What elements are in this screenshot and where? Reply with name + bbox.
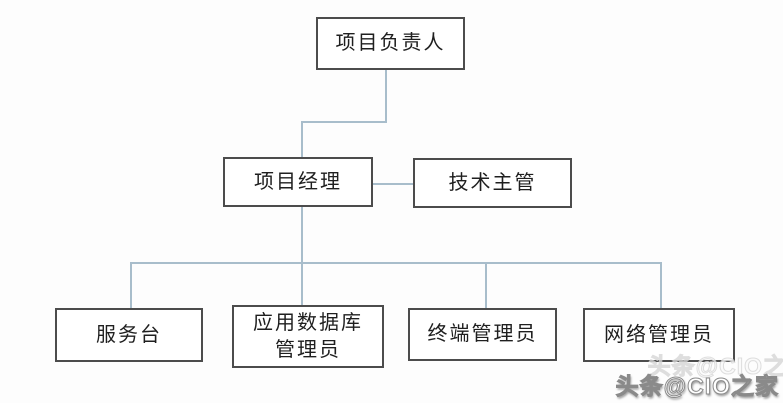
watermark: 头条@CIO之家 xyxy=(615,373,779,400)
node-network-admin: 网络管理员 xyxy=(583,308,735,362)
edge-drop-service-desk xyxy=(130,262,132,308)
node-network-admin-label: 网络管理员 xyxy=(604,323,714,346)
edge-manager-tech xyxy=(373,183,413,185)
node-app-db-admin-label: 应用数据库 管理员 xyxy=(253,311,363,361)
node-project-leader: 项目负责人 xyxy=(316,17,465,70)
node-service-desk: 服务台 xyxy=(55,308,203,362)
node-project-leader-label: 项目负责人 xyxy=(335,32,446,54)
watermark-ghost: 头条@CIO之家 xyxy=(647,353,783,380)
edge-manager-drop xyxy=(301,207,303,305)
node-project-manager: 项目经理 xyxy=(223,157,373,207)
node-tech-supervisor: 技术主管 xyxy=(413,158,572,208)
edge-drop-terminal xyxy=(485,262,487,308)
edge-leader-to-manager xyxy=(301,121,303,159)
node-project-manager-label: 项目经理 xyxy=(254,170,342,193)
node-app-db-admin: 应用数据库 管理员 xyxy=(232,305,384,368)
node-tech-supervisor-label: 技术主管 xyxy=(448,171,537,194)
node-service-desk-label: 服务台 xyxy=(96,323,162,346)
edge-bus xyxy=(130,262,662,264)
node-terminal-admin-label: 终端管理员 xyxy=(427,323,538,345)
node-terminal-admin: 终端管理员 xyxy=(408,308,557,361)
edge-drop-network xyxy=(660,262,662,308)
edge-leader-step xyxy=(301,121,387,123)
edge-leader-drop xyxy=(385,70,387,121)
